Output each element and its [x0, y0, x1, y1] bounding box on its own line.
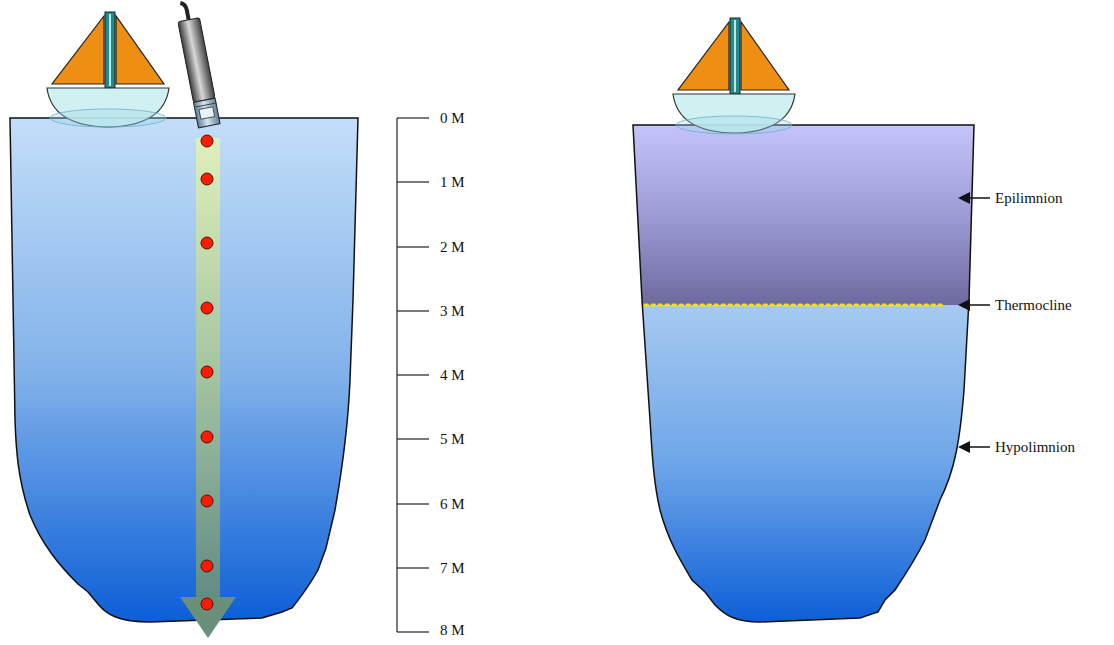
profile-arrow: [180, 138, 236, 638]
depth-label: 2 M: [440, 239, 465, 256]
depth-label: 4 M: [440, 367, 465, 384]
sailboat: [673, 18, 795, 134]
depth-label: 1 M: [440, 174, 465, 191]
water-probe: [174, 0, 220, 128]
layer-label: Epilimnion: [995, 190, 1063, 207]
sailboat: [47, 12, 169, 127]
depth-label: 6 M: [440, 496, 465, 513]
layer-label: Thermocline: [995, 297, 1072, 314]
depth-scale: [397, 118, 429, 632]
sample-point: [201, 135, 213, 610]
stratified-lake: [630, 120, 980, 630]
depth-label: 8 M: [440, 622, 465, 639]
leader-arrow: [958, 192, 990, 453]
depth-label: 7 M: [440, 560, 465, 577]
lake-cross-section: [10, 118, 358, 622]
depth-label: 5 M: [440, 431, 465, 448]
depth-label: 3 M: [440, 303, 465, 320]
depth-label: 0 M: [440, 110, 465, 127]
layer-label: Hypolimnion: [995, 439, 1075, 456]
